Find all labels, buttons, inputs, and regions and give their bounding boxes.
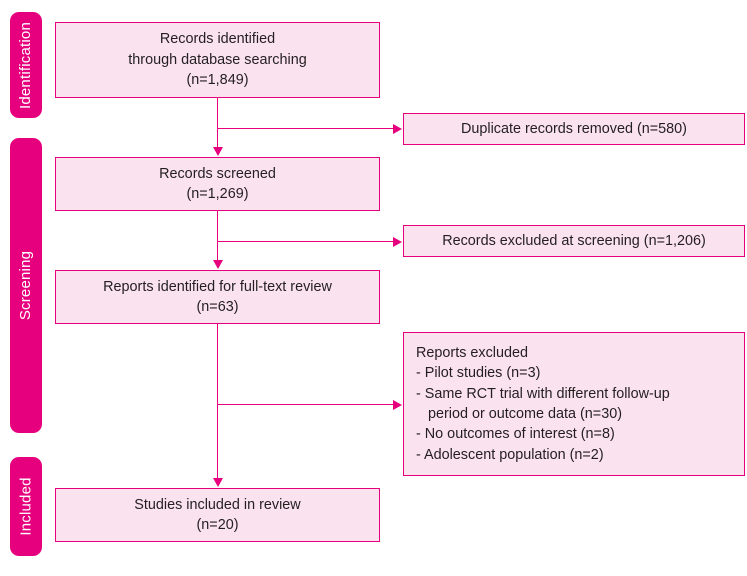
connector-screened-to-fulltext [217, 211, 218, 261]
reports-excluded-item-2-cont: period or outcome data (n=30) [428, 406, 622, 422]
stage-label-screening: Screening [17, 250, 35, 321]
connector-fulltext-to-reports-excluded [217, 404, 394, 405]
arrow-right-to-records-excluded [393, 237, 402, 247]
records-identified-line-1: Records identified [159, 31, 276, 48]
arrow-down-to-included [213, 478, 223, 487]
reports-fulltext-line-2: (n=63) [196, 299, 239, 315]
arrow-right-to-duplicates [393, 124, 402, 134]
box-reports-excluded: Reports excluded - Pilot studies (n=3) -… [403, 332, 745, 476]
records-screened-line-2: (n=1,269) [186, 186, 249, 202]
reports-excluded-item-1: - Pilot studies (n=3) [416, 365, 541, 382]
reports-excluded-item-3: - No outcomes of interest (n=8) [416, 426, 615, 443]
studies-included-line-2: (n=20) [196, 517, 239, 533]
connector-screened-to-excluded [217, 241, 394, 242]
records-identified-line-3: (n=1,849) [186, 72, 249, 89]
reports-fulltext-line-1: Reports identified for full-text review [103, 278, 332, 295]
box-reports-identified-fulltext: Reports identified for full-text review … [55, 270, 380, 324]
records-screened-line-1: Records screened [159, 165, 276, 182]
connector-identified-to-duplicates [217, 128, 394, 129]
stage-label-identification: Identification [17, 21, 35, 109]
stage-bar-included: Included [10, 457, 42, 556]
stage-bar-identification: Identification [10, 12, 42, 118]
reports-excluded-item-2: - Same RCT trial with different follow-u… [416, 385, 670, 402]
reports-excluded-item-4: - Adolescent population (n=2) [416, 446, 604, 463]
arrow-down-to-fulltext [213, 260, 223, 269]
reports-excluded-heading: Reports excluded [416, 344, 528, 361]
records-excluded-line-1: Records excluded at screening (n=1,206) [442, 232, 706, 249]
arrow-right-to-reports-excluded [393, 400, 402, 410]
box-duplicate-records-removed: Duplicate records removed (n=580) [403, 113, 745, 145]
box-records-identified: Records identified through database sear… [55, 22, 380, 98]
arrow-down-to-screened [213, 147, 223, 156]
box-records-screened: Records screened (n=1,269) [55, 157, 380, 211]
connector-fulltext-to-included [217, 323, 218, 479]
stage-label-included: Included [17, 477, 35, 536]
box-studies-included: Studies included in review (n=20) [55, 488, 380, 542]
box-records-excluded-at-screening: Records excluded at screening (n=1,206) [403, 225, 745, 257]
duplicate-records-removed-line-1: Duplicate records removed (n=580) [461, 120, 687, 137]
records-identified-line-2: through database searching [128, 51, 307, 68]
stage-bar-screening: Screening [10, 138, 42, 433]
studies-included-line-1: Studies included in review [134, 496, 301, 513]
connector-identified-to-screened [217, 97, 218, 148]
